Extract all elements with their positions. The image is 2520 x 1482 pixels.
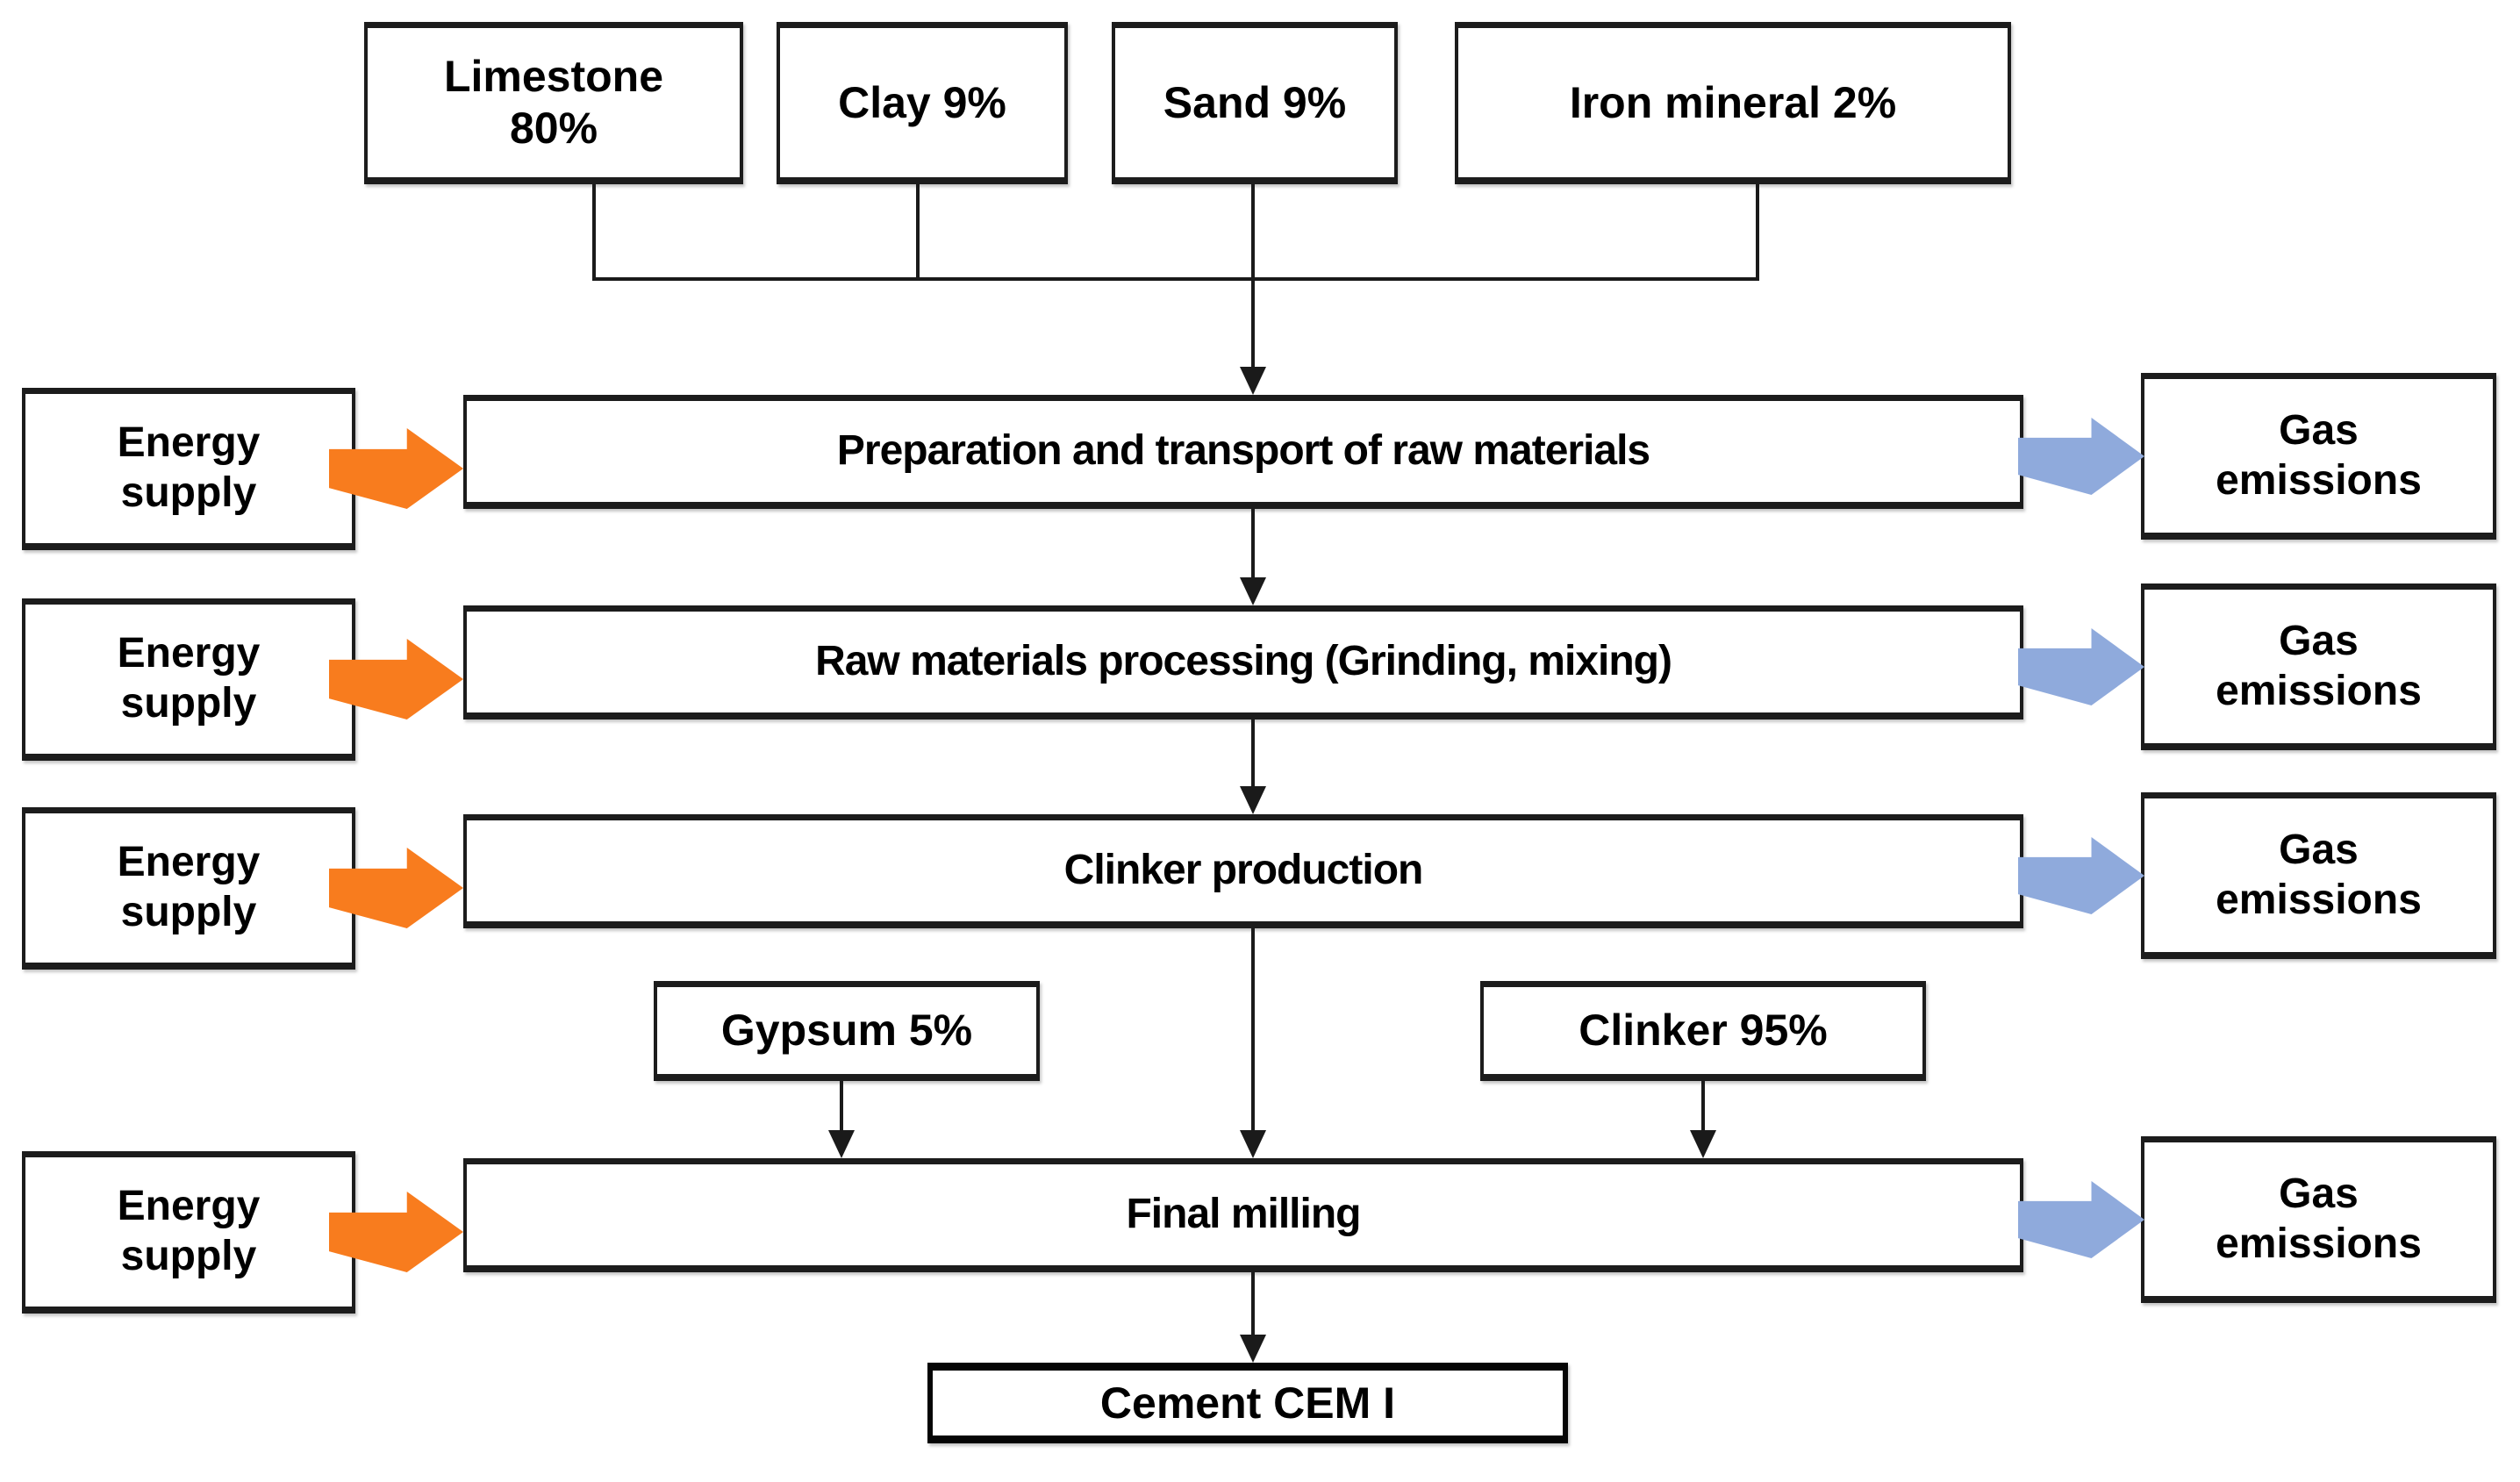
energy-supply-box-3: Energy supply	[22, 807, 355, 970]
material-box-limestone: Limestone 80%	[364, 22, 743, 184]
flow-line-clinker-milling	[1701, 1081, 1705, 1134]
gas-arrow-icon-2	[2018, 628, 2144, 705]
flow-line-gypsum-milling	[840, 1081, 843, 1134]
energy-supply-box-4: Energy supply	[22, 1151, 355, 1314]
arrowhead-clinker-milling	[1690, 1130, 1716, 1158]
arrowhead-stage1-stage2	[1240, 577, 1266, 605]
gas-arrow-icon-3	[2018, 837, 2144, 914]
energy-supply-box-2: Energy supply	[22, 598, 355, 761]
additive-box-gypsum: Gypsum 5%	[654, 981, 1040, 1081]
stage-box-final-milling: Final milling	[463, 1158, 2023, 1272]
material-box-clay: Clay 9%	[777, 22, 1068, 184]
gas-arrow-icon-4	[2018, 1181, 2144, 1258]
arrowhead-milling-cement	[1240, 1335, 1266, 1363]
gas-emissions-box-3: Gas emissions	[2141, 792, 2496, 959]
gas-emissions-box-1: Gas emissions	[2141, 373, 2496, 540]
arrowhead-stage3-stage4	[1240, 1130, 1266, 1158]
additive-box-clinker: Clinker 95%	[1480, 981, 1926, 1081]
flow-line-stage2-stage3	[1251, 720, 1255, 790]
connector-line-clay-drop	[916, 184, 920, 281]
connector-line-iron-drop	[1756, 184, 1759, 281]
gas-emissions-box-4: Gas emissions	[2141, 1136, 2496, 1303]
arrowhead-stage2-stage3	[1240, 786, 1266, 814]
flow-line-stage1-stage2	[1251, 509, 1255, 581]
arrowhead-into-preparation	[1240, 367, 1266, 395]
flow-line-milling-cement	[1251, 1272, 1255, 1338]
material-box-sand: Sand 9%	[1112, 22, 1398, 184]
gas-emissions-box-2: Gas emissions	[2141, 583, 2496, 750]
stage-box-clinker-production: Clinker production	[463, 814, 2023, 928]
stage-box-raw-materials-processing: Raw materials processing (Grinding, mixi…	[463, 605, 2023, 720]
energy-supply-box-1: Energy supply	[22, 388, 355, 550]
connector-line-limestone-drop	[592, 184, 596, 281]
gas-arrow-icon-1	[2018, 418, 2144, 495]
material-box-iron-mineral: Iron mineral 2%	[1455, 22, 2011, 184]
arrowhead-gypsum-milling	[828, 1130, 855, 1158]
stage-box-preparation-transport: Preparation and transport of raw materia…	[463, 395, 2023, 509]
flow-line-stage3-stage4	[1251, 928, 1255, 1134]
product-box-cement-cem-i: Cement CEM I	[927, 1363, 1568, 1443]
connector-line-materials-bus	[592, 277, 1759, 281]
